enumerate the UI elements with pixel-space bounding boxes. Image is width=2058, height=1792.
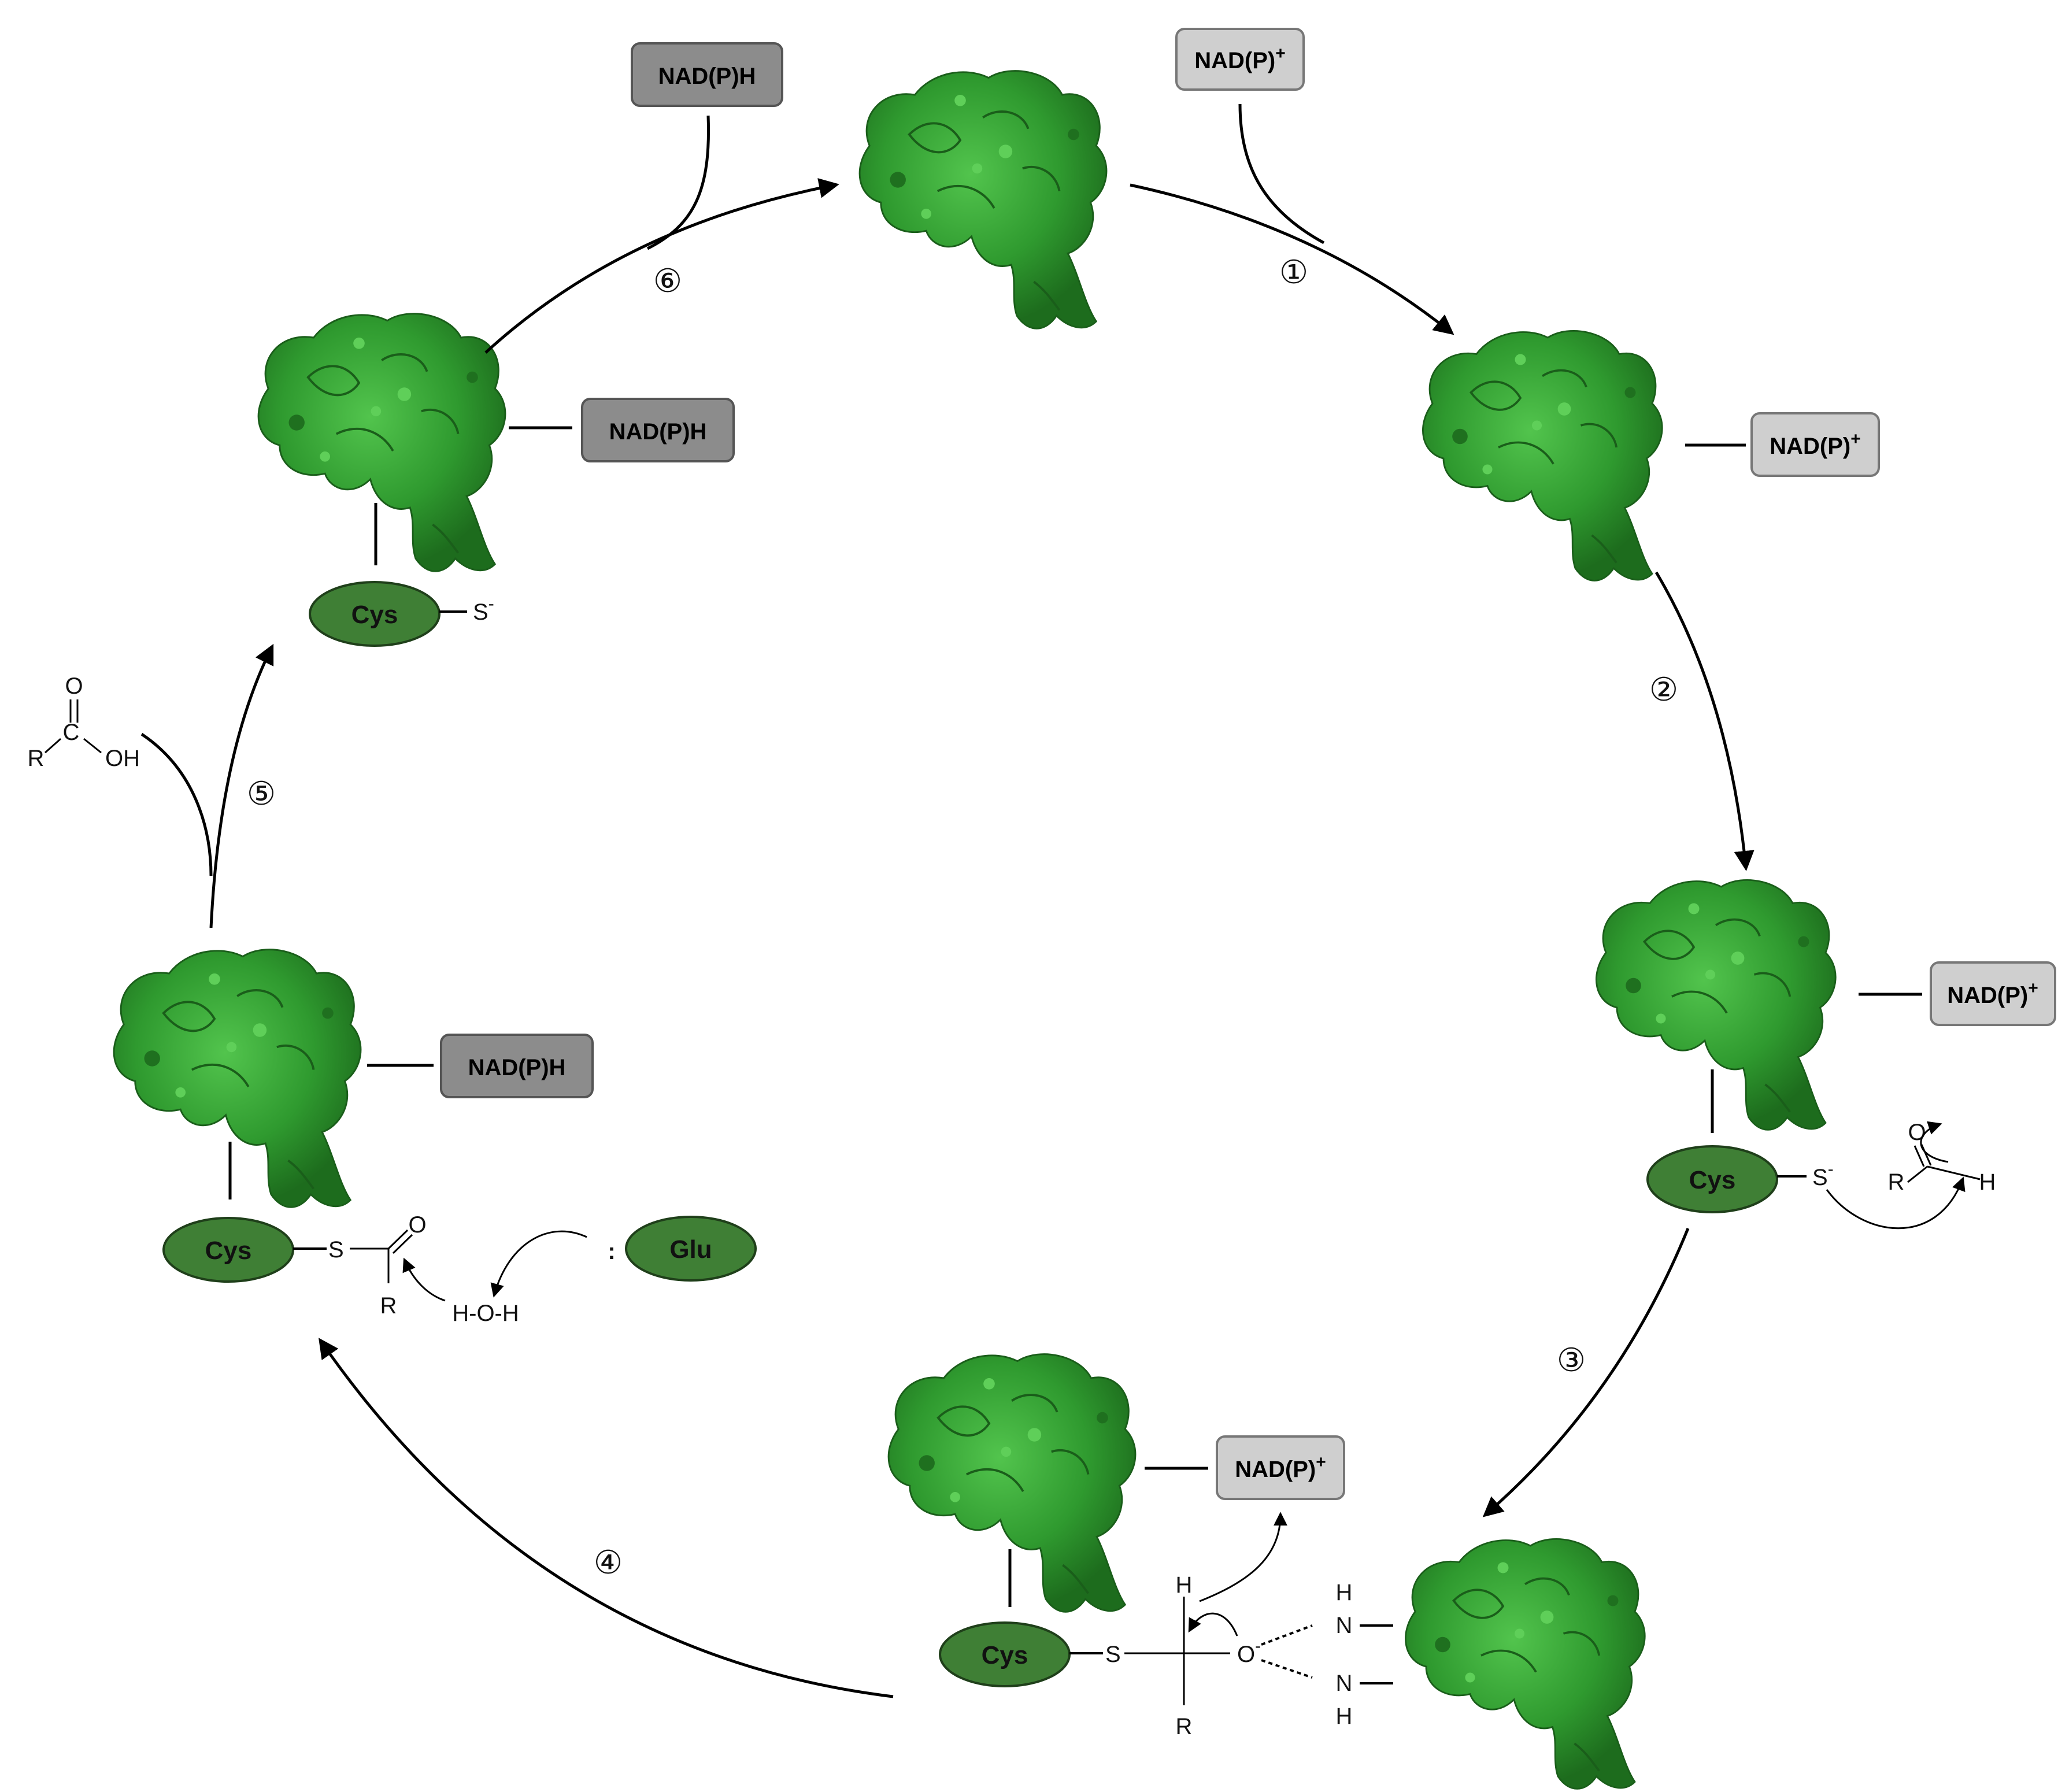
svg-text:Cys: Cys (351, 601, 398, 629)
oxyanion-push-arrow (1188, 1612, 1238, 1637)
step-number-3: ③ (1557, 1342, 1586, 1378)
svg-text:NAD(P)+: NAD(P)+ (1947, 979, 2038, 1008)
box-nadp-bottom: NAD(P)+ (1216, 1435, 1345, 1500)
svg-text:R: R (28, 746, 45, 771)
box-nadp-right-1: NAD(P)+ (1750, 412, 1880, 477)
protein-top (858, 69, 1108, 330)
nucleophilic-attack-arrow (1826, 1176, 1966, 1230)
thiolate-label: S- (473, 594, 494, 625)
svg-text:O: O (408, 1212, 426, 1238)
svg-text:R: R (380, 1293, 397, 1319)
svg-text:N: N (1336, 1671, 1353, 1696)
glu-residue: Glu (625, 1216, 757, 1282)
cycle-arrow-4 (319, 1338, 894, 1698)
svg-text:NAD(P)+: NAD(P)+ (1235, 1453, 1326, 1482)
nadph-in-curve (646, 115, 710, 250)
svg-text:NAD(P)H: NAD(P)H (658, 64, 756, 89)
box-nadph-left-upper: NAD(P)H (581, 398, 735, 462)
svg-text:H: H (1336, 1704, 1353, 1729)
protein-bottom-center (887, 1353, 1137, 1613)
svg-text:Cys: Cys (205, 1236, 252, 1265)
svg-text:NAD(P)+: NAD(P)+ (1194, 44, 1286, 73)
step-number-1: ① (1279, 254, 1308, 290)
cycle-arrow-3 (1482, 1228, 1690, 1517)
step-number-6: ⑥ (653, 262, 682, 299)
svg-text:Cys: Cys (1689, 1166, 1736, 1194)
svg-text:O: O (1908, 1120, 1926, 1145)
box-nadp-top: NAD(P)+ (1175, 28, 1305, 91)
cys-bottom: Cys (939, 1621, 1071, 1687)
protein-right-1 (1422, 329, 1664, 582)
box-nadph-top: NAD(P)H (631, 42, 783, 107)
thiolate-label: S- (1812, 1160, 1834, 1190)
lone-pair-label: : (608, 1239, 615, 1264)
step-number-2: ② (1649, 671, 1678, 708)
svg-text:Glu: Glu (669, 1235, 712, 1264)
svg-text:NAD(P)H: NAD(P)H (468, 1055, 566, 1080)
svg-text:N: N (1336, 1613, 1353, 1638)
r-label: R (1176, 1714, 1193, 1739)
oxyanion-label: O- (1237, 1637, 1261, 1667)
electron-shift-arrow (1920, 1121, 1949, 1163)
thioester-acyl: O R (350, 1212, 427, 1319)
water-attack-arrow (402, 1257, 446, 1302)
aldehyde-molecule: O R H (1888, 1120, 1996, 1195)
cys-right: Cys (1646, 1145, 1778, 1213)
glu-base-arrow (490, 1230, 587, 1298)
cycle-arrow-5 (209, 643, 274, 928)
protein-left-lower (113, 948, 362, 1209)
cycle-arrow-1 (1130, 183, 1454, 335)
svg-text:H: H (1979, 1169, 1996, 1195)
sulfur-label: S (328, 1237, 344, 1262)
acid-out-curve (140, 732, 213, 876)
step-number-4: ④ (594, 1544, 623, 1580)
nadp-out-curve (1238, 103, 1325, 245)
step-number-5: ⑤ (247, 775, 276, 812)
svg-text:R: R (1888, 1169, 1905, 1195)
hydride-transfer-arrow (1199, 1512, 1287, 1602)
svg-text:NAD(P)+: NAD(P)+ (1770, 430, 1861, 459)
h-label: H (1176, 1572, 1193, 1598)
svg-text:H: H (1336, 1580, 1353, 1605)
svg-text:OH: OH (105, 746, 140, 771)
cys-left-lower: Cys (162, 1217, 294, 1283)
svg-text:C: C (63, 720, 80, 745)
box-nadp-right-2: NAD(P)+ (1930, 961, 2056, 1026)
cycle-arrow-6 (484, 178, 839, 354)
protein-bottom-right (1404, 1538, 1646, 1790)
cycle-arrow-2 (1654, 571, 1755, 871)
carboxylic-acid: O C R OH (28, 673, 140, 771)
svg-text:O: O (65, 673, 83, 699)
box-nadph-left-lower: NAD(P)H (440, 1034, 594, 1098)
water-label: H-O-H (452, 1301, 519, 1326)
protein-left-upper (257, 312, 506, 573)
svg-text:Cys: Cys (982, 1641, 1028, 1669)
svg-text:NAD(P)H: NAD(P)H (609, 419, 707, 445)
cys-left-upper: Cys (309, 581, 441, 647)
oxyanion-hole: H N N H (1261, 1580, 1393, 1729)
sulfur-label: S (1105, 1642, 1121, 1667)
protein-right-2 (1595, 879, 1837, 1131)
